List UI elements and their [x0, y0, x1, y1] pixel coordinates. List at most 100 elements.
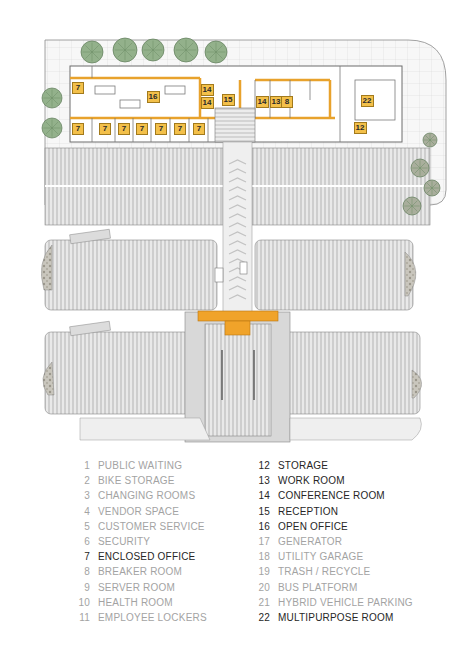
- plan-rect: [240, 262, 247, 274]
- key-text: CHANGING ROOMS: [98, 490, 195, 502]
- plan-line: [153, 43, 160, 50]
- plan-g: [423, 133, 437, 147]
- plan-line: [412, 201, 417, 206]
- plan-line: [52, 98, 53, 107]
- plan-line: [153, 50, 162, 51]
- plan-line: [432, 183, 437, 188]
- plan-line: [415, 163, 420, 168]
- plan-circle: [411, 159, 429, 177]
- plan-line: [146, 50, 153, 57]
- key-text: GENERATOR: [278, 536, 342, 548]
- key-number: 9: [72, 582, 90, 594]
- key-number: 10: [72, 597, 90, 609]
- room-tag: 7: [174, 123, 186, 135]
- room-tag: 7: [99, 123, 111, 135]
- key-number: 5: [72, 521, 90, 533]
- plan-line: [118, 43, 125, 50]
- plan-line: [412, 206, 420, 207]
- key-number: 20: [252, 582, 270, 594]
- plan-line: [125, 50, 132, 57]
- key-text: EMPLOYEE LOCKERS: [98, 612, 207, 624]
- plan-rect: [252, 148, 430, 225]
- plan-path: [229, 187, 246, 191]
- room-tag: 7: [136, 123, 148, 135]
- plan-path: [229, 214, 246, 218]
- plan-line: [125, 40, 126, 50]
- plan-path: [229, 250, 246, 254]
- plan-rect: [215, 268, 223, 282]
- plan-line: [415, 168, 420, 173]
- key-text: VENDOR SPACE: [98, 506, 179, 518]
- plan-circle: [424, 180, 440, 196]
- room-tag: 16: [147, 91, 160, 103]
- plan-path: [255, 79, 330, 82]
- plan-path: [229, 169, 246, 173]
- room-number: 7: [76, 125, 80, 133]
- plan-g: [42, 118, 62, 138]
- plan-line: [125, 43, 132, 50]
- plan-circle: [81, 41, 103, 63]
- plan-path: [255, 66, 340, 142]
- key-text: CONFERENCE ROOM: [278, 490, 385, 502]
- room-number: 7: [178, 125, 182, 133]
- key-number: 18: [252, 551, 270, 563]
- plan-rect: [70, 229, 111, 243]
- plan-path: [229, 178, 246, 182]
- plan-line: [430, 136, 434, 140]
- plan-line: [407, 206, 412, 211]
- plan-line: [125, 50, 135, 51]
- plan-line: [179, 50, 186, 57]
- room-tag: 12: [354, 122, 367, 134]
- plan-line: [424, 140, 430, 141]
- plan-circle: [174, 38, 198, 62]
- plan-g: [70, 78, 335, 118]
- plan-line: [52, 128, 61, 129]
- plan-rect: [120, 100, 140, 108]
- key-number: 4: [72, 506, 90, 518]
- plan-circle: [42, 118, 62, 138]
- plan-line: [253, 350, 254, 400]
- plan-path: [229, 286, 246, 290]
- room-tag: 7: [155, 123, 167, 135]
- plan-g: [174, 38, 198, 62]
- plan-g: [411, 159, 429, 177]
- room-number: 15: [224, 96, 233, 104]
- plan-path: [229, 277, 246, 281]
- plan-path: [229, 295, 246, 299]
- plan-line: [432, 188, 433, 195]
- key-text: WORK ROOM: [278, 475, 345, 487]
- key-number: 19: [252, 566, 270, 578]
- plan-g: [229, 160, 246, 299]
- plan-g: [42, 38, 440, 215]
- plan-g: [113, 38, 137, 62]
- key-text: BIKE STORAGE: [98, 475, 175, 487]
- key-text: HYBRID VEHICLE PARKING: [278, 597, 413, 609]
- room-number: 14: [258, 98, 267, 106]
- key-text: PUBLIC WAITING: [98, 460, 182, 472]
- plan-line: [216, 52, 223, 59]
- plan-path: [229, 232, 246, 236]
- plan-path: [290, 418, 421, 440]
- plan-line: [427, 183, 432, 188]
- plan-g: [92, 66, 395, 142]
- key-number: 1: [72, 460, 90, 472]
- room-tag: 14: [201, 84, 214, 96]
- plan-line: [52, 128, 58, 134]
- plan-rect: [255, 240, 413, 310]
- plan-path: [405, 252, 416, 296]
- plan-line: [45, 185, 223, 187]
- room-tag: 14: [201, 97, 214, 109]
- room-number: 14: [203, 86, 212, 94]
- key-number: 15: [252, 506, 270, 518]
- plan-line: [176, 50, 186, 51]
- plan-rect: [223, 142, 252, 312]
- plan-line: [430, 140, 431, 146]
- plan-rect: [282, 332, 420, 414]
- plan-line: [186, 43, 193, 50]
- plan-circle: [423, 133, 437, 147]
- plan-g: [81, 41, 103, 63]
- plan-g: [142, 39, 164, 61]
- key-text: SECURITY: [98, 536, 150, 548]
